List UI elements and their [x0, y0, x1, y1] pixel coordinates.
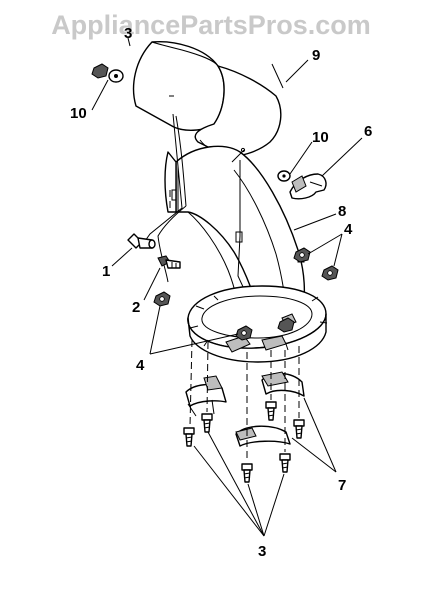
part-7-clamp-bottom[interactable] — [235, 425, 291, 447]
part-6-knob[interactable] — [289, 173, 327, 200]
part-2-bolt[interactable] — [157, 255, 181, 269]
part-3-screw-f — [279, 453, 291, 473]
part-4-nut-left[interactable] — [153, 291, 171, 307]
callout-3-top: 3 — [124, 25, 132, 42]
callout-4-right: 4 — [344, 221, 353, 238]
callout-8: 8 — [338, 203, 346, 220]
part-3-screw-e — [241, 463, 253, 483]
part-4-nut-lower-right[interactable] — [321, 265, 339, 281]
part-4-nut-upper-right[interactable] — [293, 247, 311, 263]
part-3-screw-d — [293, 419, 305, 439]
callout-7: 7 — [338, 477, 346, 494]
part-10-washer-right[interactable] — [277, 170, 291, 182]
part-3-screw-b — [201, 413, 213, 433]
callout-10-left: 10 — [70, 105, 87, 122]
watermark-text: AppliancePartsPros.com — [51, 10, 371, 40]
chute-ring-base[interactable] — [187, 285, 328, 363]
part-4-nut-ring[interactable] — [235, 325, 253, 341]
callout-10-right: 10 — [312, 129, 329, 146]
part-3-screw-c — [265, 401, 277, 421]
part-10-nut-left[interactable] — [91, 63, 124, 83]
part-4-nut-ring-right[interactable] — [277, 317, 295, 333]
assembly-dashed-lines — [169, 190, 300, 462]
callout-4-left: 4 — [136, 357, 145, 374]
callout-3-bottom: 3 — [258, 543, 266, 560]
part-7-clamp-top-left[interactable] — [185, 375, 227, 417]
callout-2: 2 — [132, 299, 140, 316]
callout-9: 9 — [312, 47, 320, 64]
part-3-screw-a — [183, 427, 195, 447]
part-1-bolt[interactable] — [127, 233, 156, 249]
part-9-deflector[interactable] — [132, 41, 282, 158]
leader-lines — [91, 37, 363, 537]
part-7-clamp-top-right[interactable] — [261, 371, 305, 397]
part-3-screws[interactable] — [183, 401, 305, 483]
callout-6: 6 — [364, 123, 372, 140]
callout-1: 1 — [102, 263, 110, 280]
callout-labels: 3 9 10 10 6 8 4 1 2 4 7 3 — [70, 25, 372, 560]
